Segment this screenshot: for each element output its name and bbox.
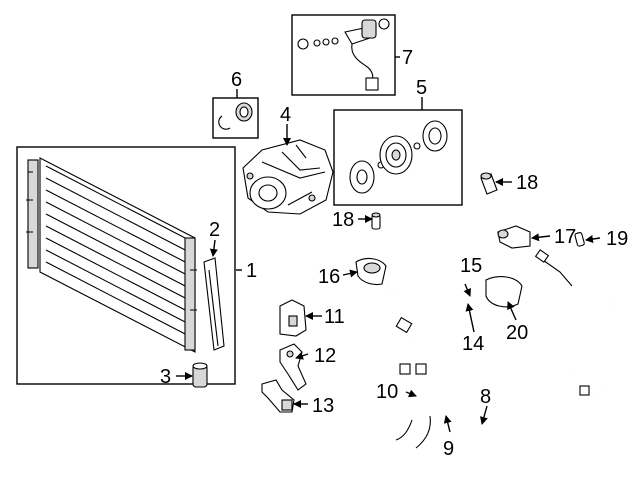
label-5: 5 xyxy=(416,77,427,99)
box-7 xyxy=(291,14,396,96)
label-15: 15 xyxy=(460,255,482,277)
sensor-17 xyxy=(497,225,531,249)
label-8: 8 xyxy=(480,386,491,408)
valve-cap-18-lower xyxy=(371,212,381,230)
callout-labels: 1 2 3 4 5 6 7 8 9 10 11 12 13 14 15 16 1… xyxy=(160,47,628,460)
label-20: 20 xyxy=(506,322,528,344)
label-11: 11 xyxy=(324,306,345,328)
label-6: 6 xyxy=(231,69,242,91)
condenser xyxy=(26,157,197,353)
hoses-8-9-10 xyxy=(395,360,607,449)
label-4: 4 xyxy=(280,104,291,126)
label-7: 7 xyxy=(402,47,413,69)
label-12: 12 xyxy=(314,345,336,367)
label-14: 14 xyxy=(462,333,484,355)
leader-lines xyxy=(176,56,601,433)
condenser-seal xyxy=(203,257,225,351)
cap-19 xyxy=(574,232,585,247)
bracket-16 xyxy=(355,257,387,286)
bracket-12 xyxy=(279,343,307,391)
box-5 xyxy=(333,109,463,206)
label-10: 10 xyxy=(376,381,398,403)
receiver-drier xyxy=(192,362,208,388)
label-18-upper: 18 xyxy=(516,172,538,194)
bracket-11 xyxy=(279,299,307,337)
hoses-14-15 xyxy=(384,249,613,341)
label-13: 13 xyxy=(312,395,334,417)
label-1: 1 xyxy=(246,260,257,282)
valve-cap-18-upper xyxy=(480,172,498,195)
compressor xyxy=(242,139,334,215)
label-9: 9 xyxy=(443,438,454,460)
label-2: 2 xyxy=(209,219,220,241)
label-3: 3 xyxy=(160,366,171,388)
pressure-switch-13 xyxy=(261,379,295,413)
box-6 xyxy=(212,97,259,139)
label-19: 19 xyxy=(606,228,628,250)
label-17: 17 xyxy=(554,226,576,248)
label-18-lower: 18 xyxy=(332,209,354,231)
label-16: 16 xyxy=(318,266,340,288)
condenser-group-box xyxy=(16,146,236,385)
